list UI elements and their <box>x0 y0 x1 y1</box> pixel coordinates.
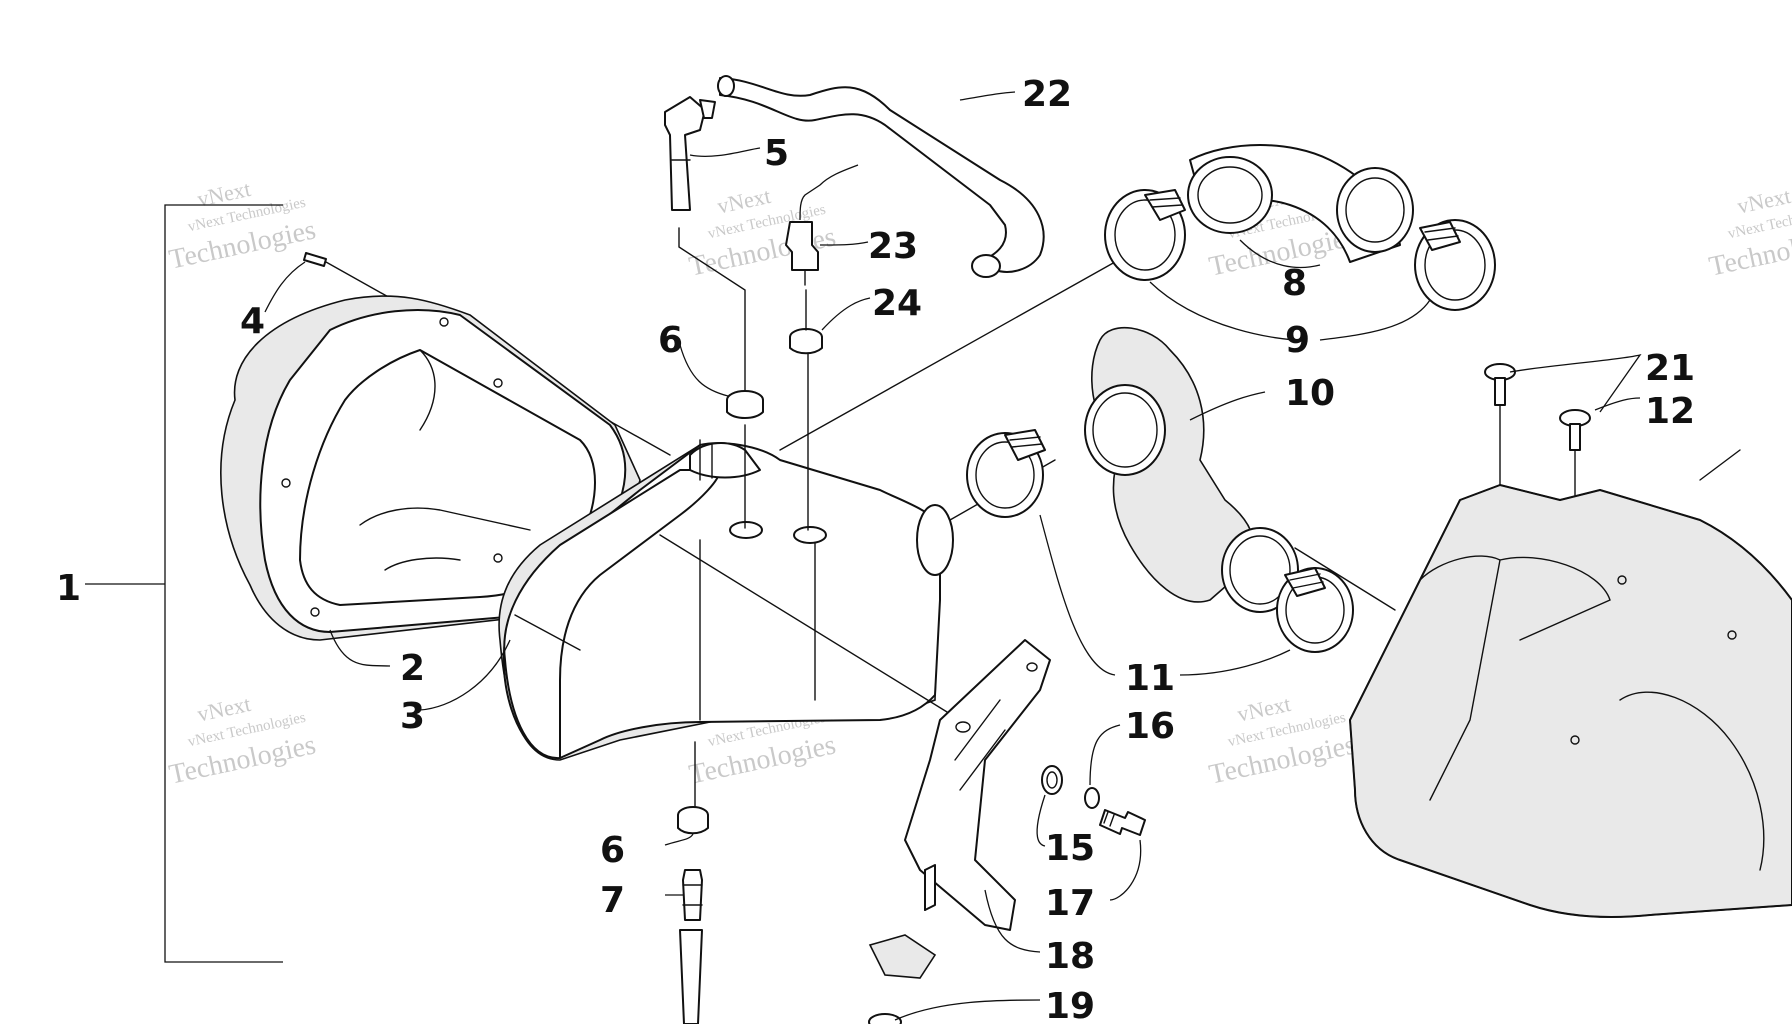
watermark: vNext vNext Technologies Technologies <box>166 176 318 276</box>
grommet-part-15 <box>1036 765 1063 847</box>
callout-15: 15 <box>1045 828 1095 869</box>
callouts: 1 2 3 4 5 6 6 7 8 9 10 11 12 15 16 17 18… <box>56 74 1695 1027</box>
elbow-fitting-part-5 <box>664 96 761 211</box>
callout-3: 3 <box>400 696 425 737</box>
callout-22: 22 <box>1022 74 1072 115</box>
callout-8: 8 <box>1282 263 1307 304</box>
callout-24: 24 <box>872 283 922 324</box>
svg-text:vNext: vNext <box>195 176 253 212</box>
clamp-part-11-lower <box>1039 514 1354 676</box>
callout-12: 12 <box>1645 391 1695 432</box>
watermark: vNext vNext Technologies Technologies <box>166 691 318 791</box>
callout-6-lower: 6 <box>600 830 625 871</box>
svg-text:vNext: vNext <box>715 183 773 219</box>
clamp-part-11-upper <box>966 429 1046 518</box>
watermark: vNext vNext Technologies Technologies <box>1206 691 1358 791</box>
fitting-part-7 <box>665 869 703 1025</box>
callout-6-upper: 6 <box>658 320 683 361</box>
grommet-part-24 <box>789 289 871 355</box>
callout-19: 19 <box>1045 986 1095 1024</box>
assembly-bracket <box>85 204 283 963</box>
screw-part-21 <box>1484 353 1642 536</box>
breather-hose-part-22 <box>717 75 1045 278</box>
washer-part-16 <box>1084 724 1121 809</box>
callout-18: 18 <box>1045 936 1095 977</box>
intake-duct-part-10 <box>1084 326 1299 613</box>
clamp-part-9-right <box>1149 219 1496 341</box>
callout-21: 21 <box>1645 348 1695 389</box>
svg-text:vNext: vNext <box>195 691 253 727</box>
watermark: vNext vNext Technologies Technologies <box>1706 183 1792 283</box>
cover-part-12 <box>1349 397 1792 918</box>
callout-5: 5 <box>764 133 789 174</box>
grommet-part-6-lower <box>664 806 709 846</box>
svg-text:vNext: vNext <box>1735 183 1792 219</box>
svg-text:vNext: vNext <box>1235 691 1293 727</box>
airbox-housing-part-3 <box>419 439 954 761</box>
bracket-part-18 <box>904 639 1051 953</box>
callout-10: 10 <box>1285 373 1335 414</box>
clamp-part-9-left <box>1104 189 1186 281</box>
grommet-part-6-upper <box>679 344 764 419</box>
callout-16: 16 <box>1125 706 1175 747</box>
callout-2: 2 <box>400 648 425 689</box>
callout-4: 4 <box>240 301 265 342</box>
callout-1: 1 <box>56 568 81 609</box>
boot-part-8 <box>1187 144 1414 269</box>
sensor-part-23 <box>785 164 869 286</box>
callout-7: 7 <box>600 880 625 921</box>
callout-23: 23 <box>868 226 918 267</box>
callout-11: 11 <box>1125 658 1175 699</box>
callout-9: 9 <box>1285 320 1310 361</box>
callout-17: 17 <box>1045 883 1095 924</box>
bolt-part-17 <box>1099 809 1146 901</box>
